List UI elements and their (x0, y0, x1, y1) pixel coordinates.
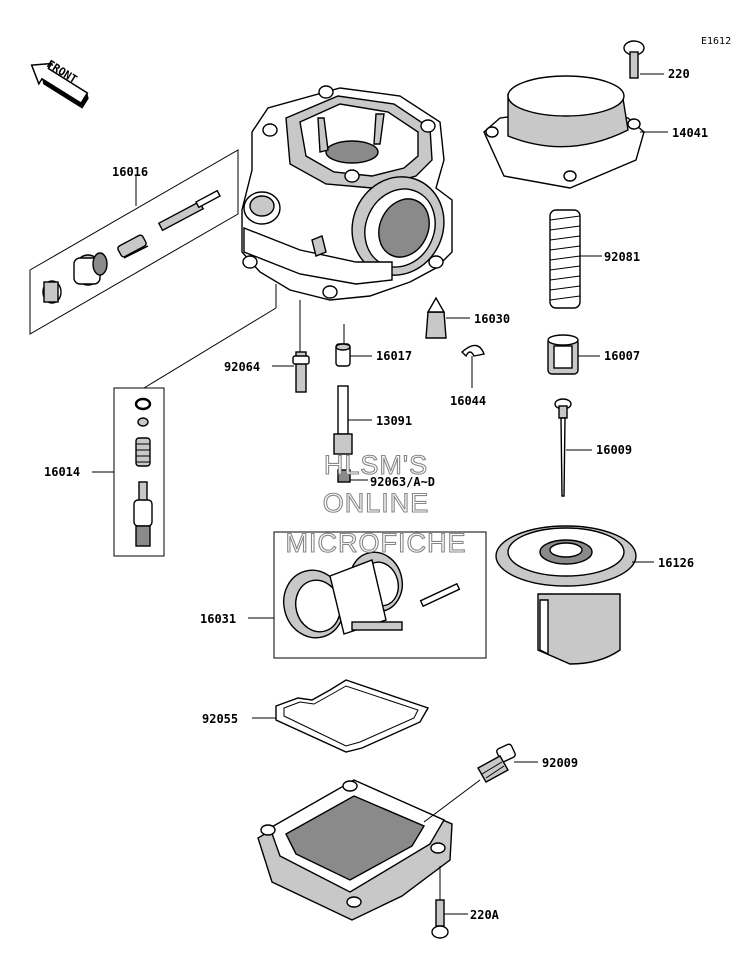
part-92081-spring (549, 209, 581, 309)
watermark: HLSM'S ONLINE MICROFICHE (285, 449, 467, 558)
part-16031-throttle (283, 551, 461, 639)
leader-lines (92, 73, 668, 915)
part-16009-needle (554, 398, 572, 497)
label-14041: 14041 (672, 126, 708, 140)
front-arrow-icon (30, 62, 89, 109)
label-16009: 16009 (596, 443, 632, 457)
part-92064 (292, 351, 310, 393)
watermark-line-1: HLSM'S (324, 450, 428, 480)
label-16017: 16017 (376, 349, 412, 363)
part-16016-assembly (42, 189, 221, 304)
label-92064: 92064 (224, 360, 260, 374)
part-16126-diaphragm (495, 525, 637, 665)
part-92063 (337, 469, 351, 483)
part-220-screw (623, 40, 645, 79)
label-16030: 16030 (474, 312, 510, 326)
label-16126: 16126 (658, 556, 694, 570)
watermark-line-3: MICROFICHE (286, 528, 467, 558)
part-16014-assembly (133, 397, 153, 547)
label-13091: 13091 (376, 414, 412, 428)
label-16044: 16044 (450, 394, 486, 408)
label-16016: 16016 (112, 165, 148, 179)
label-220: 220 (668, 67, 690, 81)
part-labels: 220 14041 16016 92081 16030 92064 16017 … (44, 67, 708, 922)
label-92081: 92081 (604, 250, 640, 264)
label-16014: 16014 (44, 465, 80, 479)
watermark-line-2: ONLINE (323, 488, 430, 518)
part-16044 (460, 344, 485, 358)
part-16030 (425, 296, 447, 339)
label-92063: 92063/A~D (370, 475, 435, 489)
part-14041-cover (483, 75, 645, 189)
label-16031: 16031 (200, 612, 236, 626)
carburetor-body (241, 85, 453, 301)
part-92055-gasket (275, 679, 430, 753)
part-220A-screw (431, 899, 449, 939)
label-220A: 220A (470, 908, 500, 922)
part-16007-holder (547, 334, 579, 375)
label-16007: 16007 (604, 349, 640, 363)
label-92009: 92009 (542, 756, 578, 770)
label-92055: 92055 (202, 712, 238, 726)
float-bowl (257, 779, 453, 921)
part-16017 (335, 343, 351, 367)
diagram-code: E1612 (701, 36, 731, 47)
part-13091 (333, 385, 353, 455)
part-92009-screw (477, 743, 516, 783)
